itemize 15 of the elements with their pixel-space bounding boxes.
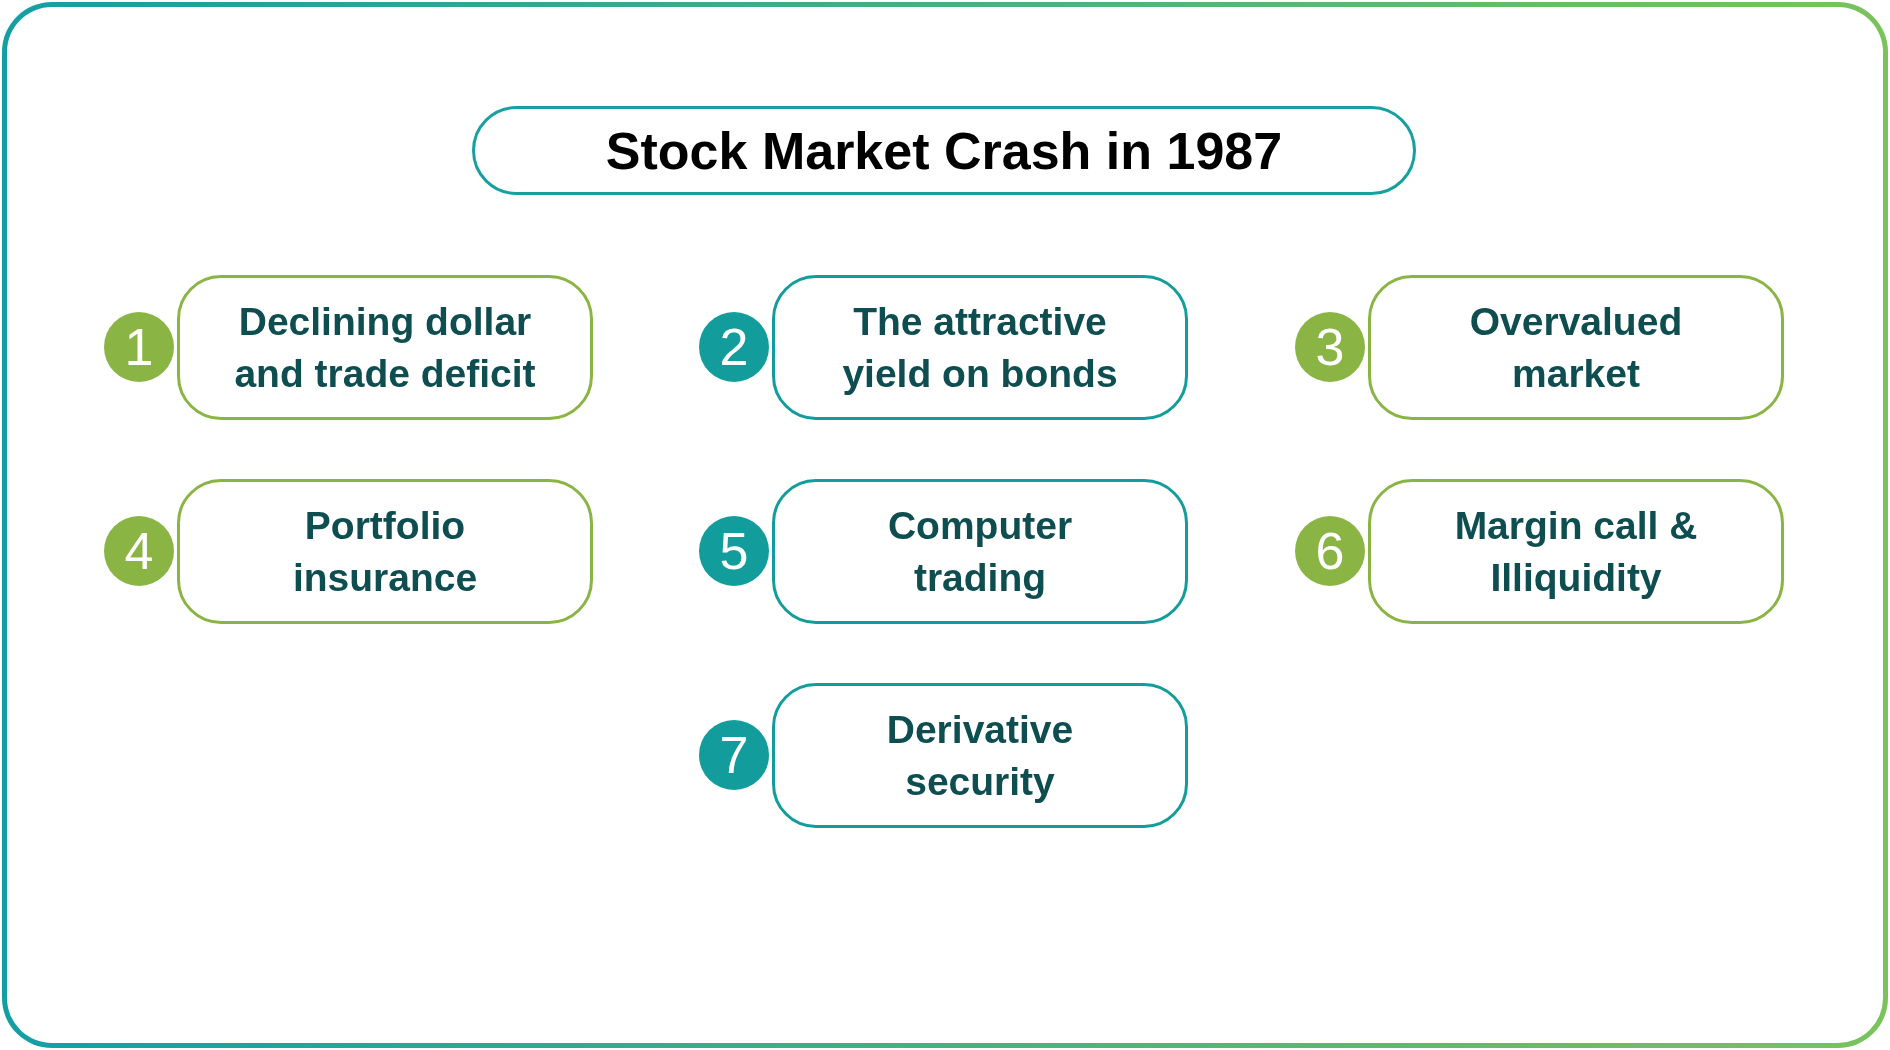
step-label: Portfolio insurance — [291, 502, 479, 601]
step-label: Computer trading — [886, 502, 1074, 601]
step-card — [177, 479, 593, 624]
step-card — [1368, 275, 1784, 420]
step-card — [772, 479, 1188, 624]
step-card — [1368, 479, 1784, 624]
title-banner: Stock Market Crash in 1987 — [472, 106, 1416, 195]
step-label: Margin call & Illiquidity — [1453, 502, 1699, 601]
step-card — [177, 275, 593, 420]
step-label: Declining dollar and trade deficit — [233, 298, 537, 397]
step-label: Derivative security — [885, 706, 1075, 805]
step-card — [772, 683, 1188, 828]
step-label: The attractive yield on bonds — [841, 298, 1119, 397]
step-card — [772, 275, 1188, 420]
step-label: Overvalued market — [1468, 298, 1684, 397]
